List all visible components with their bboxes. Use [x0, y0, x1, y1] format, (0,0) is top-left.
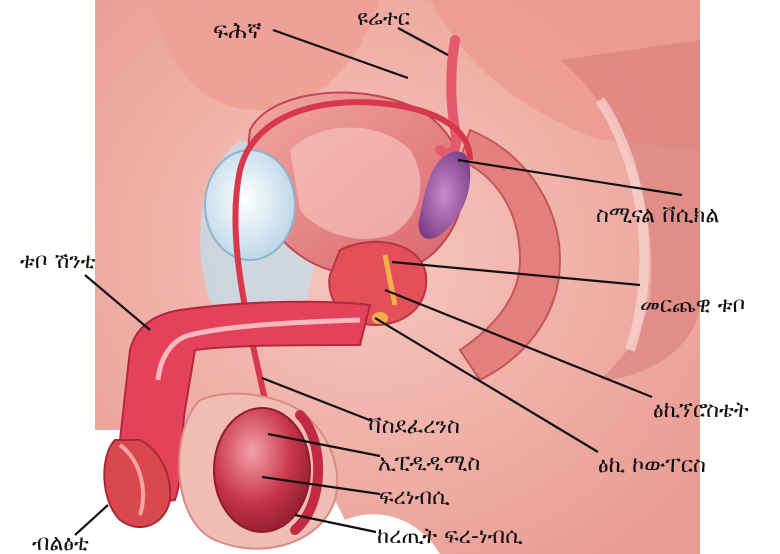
label-seminal-vesicle: ስሚናል ቨሲክል	[596, 203, 719, 228]
label-bladder: ፍሕኛ	[213, 18, 262, 44]
label-testis: ፍረነብሲ	[379, 485, 450, 510]
label-ureter: ዩሬተር	[357, 6, 410, 31]
label-ejaculatory-duct: መርጨዊ ቱቦ	[640, 293, 745, 318]
label-vas-deferens: ቫስደፈረንስ	[368, 414, 460, 439]
label-glans: ብልፅቲ	[32, 531, 89, 554]
pubic-bone	[205, 150, 295, 260]
label-scrotum: ከረጢት ፍረ-ነብሲ	[377, 524, 523, 549]
label-bulbourethral: ፅኪ ኮውፐርስ	[598, 453, 706, 478]
label-urethra: ቱቦ ሽንቲ	[20, 249, 96, 274]
label-epididymis: ኢፒዲዲሚስ	[378, 451, 480, 476]
label-prostate: ፅኪኘሮስቴት	[653, 398, 749, 423]
testis-shape	[214, 408, 310, 532]
